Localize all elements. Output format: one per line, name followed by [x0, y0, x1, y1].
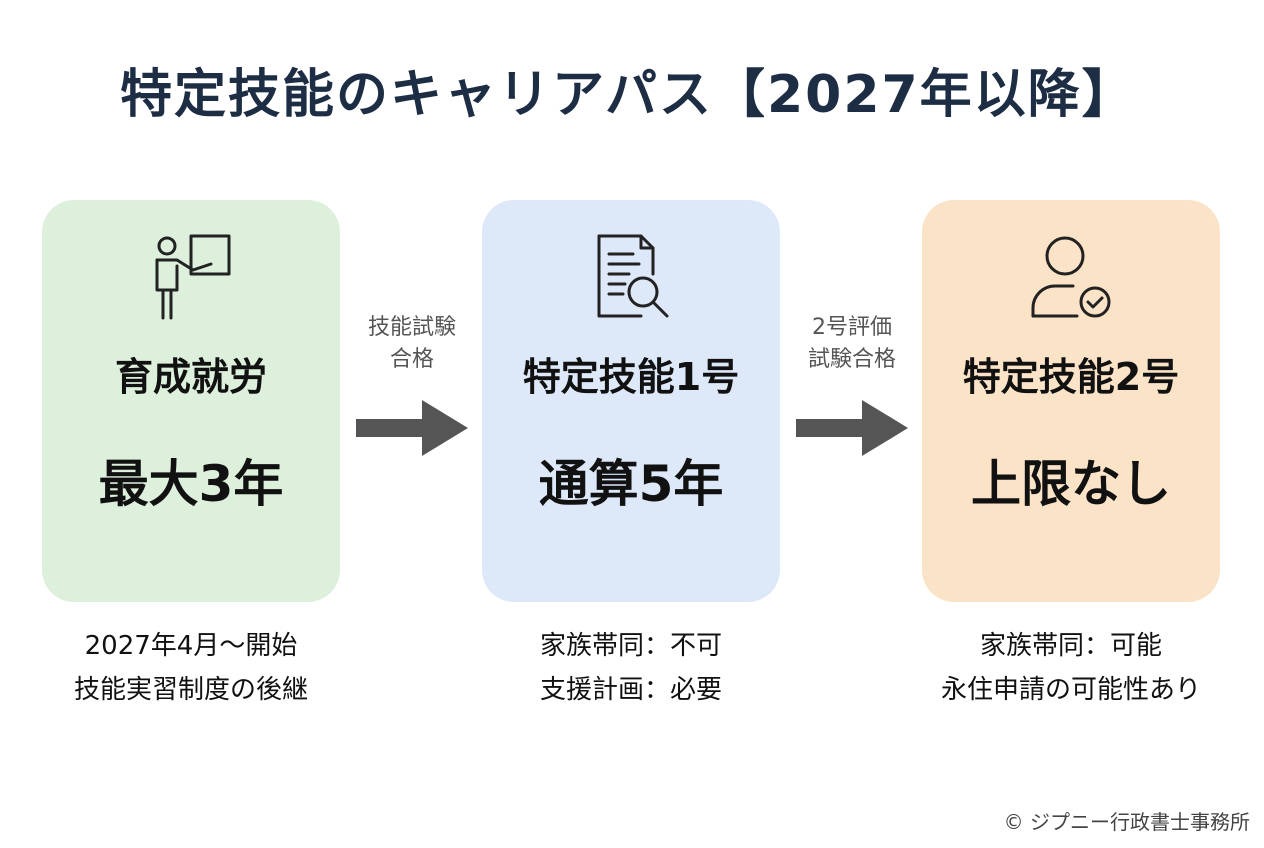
stage-period: 最大3年 [98, 455, 284, 513]
stage-note: 永住申請の可能性あり [940, 675, 1201, 705]
transition-label-level2-test: 2号評価 試験合格 [787, 312, 917, 376]
teacher-presentation-icon [143, 230, 239, 326]
user-check-icon [1023, 230, 1119, 326]
stage-note: 家族帯同：可能 [979, 631, 1162, 661]
transition-label-line: 2号評価 [812, 315, 892, 340]
stage-card-tokutei-ginou-2: 特定技能2号 上限なし [922, 200, 1220, 602]
stage-period: 上限なし [971, 455, 1171, 513]
stage-name: 特定技能1号 [522, 355, 740, 399]
stage-notes-tokutei-ginou-2: 家族帯同：可能 永住申請の可能性あり [891, 624, 1251, 712]
stage-note: 支援計画：必要 [539, 675, 722, 705]
stage-notes-ikusei-shuro: 2027年4月～開始 技能実習制度の後継 [11, 624, 371, 712]
document-search-icon [583, 230, 679, 326]
copyright-text: © ジプニー行政書士事務所 [1003, 810, 1250, 834]
transition-label-line: 試験合格 [807, 347, 896, 372]
transition-label-line: 合格 [389, 347, 434, 372]
stage-notes-tokutei-ginou-1: 家族帯同：不可 支援計画：必要 [451, 624, 811, 712]
page-title: 特定技能のキャリアパス【2027年以降】 [120, 65, 1136, 125]
right-arrow-icon [356, 400, 468, 456]
stage-card-ikusei-shuro: 育成就労 最大3年 [42, 200, 340, 602]
transition-label-skill-test: 技能試験 合格 [347, 312, 477, 376]
stage-name: 育成就労 [114, 355, 267, 399]
stage-note: 2027年4月～開始 [84, 631, 298, 661]
transition-label-line: 技能試験 [367, 315, 456, 340]
stage-name: 特定技能2号 [962, 355, 1180, 399]
stage-note: 家族帯同：不可 [539, 631, 722, 661]
stage-card-tokutei-ginou-1: 特定技能1号 通算5年 [482, 200, 780, 602]
stage-note: 技能実習制度の後継 [73, 675, 308, 705]
right-arrow-icon [796, 400, 908, 456]
stage-period: 通算5年 [538, 455, 724, 513]
